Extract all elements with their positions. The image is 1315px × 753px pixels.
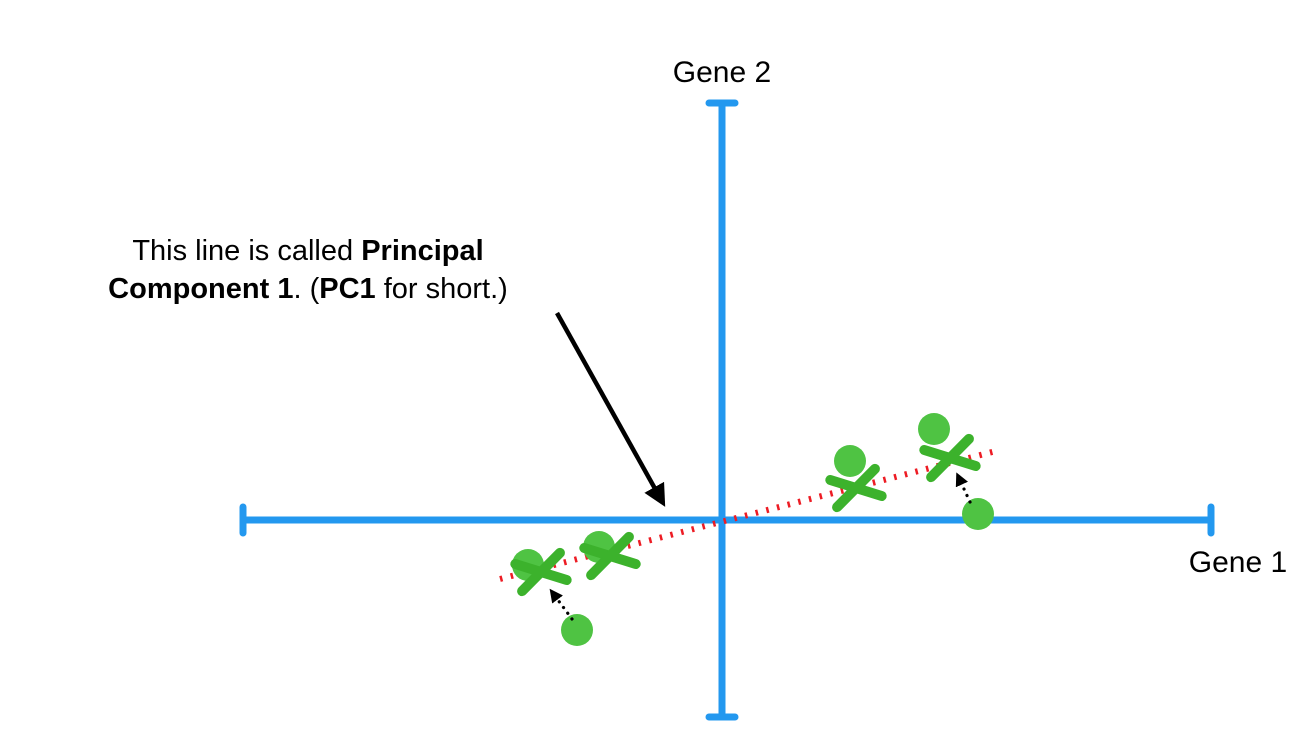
- projected-point-x-mark: [919, 433, 981, 483]
- projection-arrow: [549, 588, 574, 621]
- data-point-dot: [918, 413, 950, 445]
- data-point-dot: [834, 445, 866, 477]
- annotation-bold-pc1: PC1: [319, 273, 376, 306]
- annotation-text-part: . (: [293, 273, 320, 306]
- projected-point-x-mark: [825, 463, 887, 513]
- projected-point-x-mark: [510, 547, 572, 597]
- pc1-line: [499, 448, 997, 582]
- y-axis-label: Gene 2: [673, 56, 771, 89]
- x-axis-label: Gene 1: [1189, 546, 1287, 579]
- annotation-text-part: for short.): [375, 273, 508, 306]
- annotation-arrow: [555, 311, 666, 507]
- annotation-text-part: This line is called: [132, 235, 362, 267]
- pc1-annotation-text: This line is called Principal Component …: [72, 232, 544, 309]
- annotation-bold-principal-component-1: Principal Component 1: [108, 235, 484, 306]
- projection-arrow: [955, 472, 972, 504]
- data-point-dot: [962, 498, 994, 530]
- data-point-dot: [561, 614, 593, 646]
- projected-point-x-mark: [579, 531, 641, 581]
